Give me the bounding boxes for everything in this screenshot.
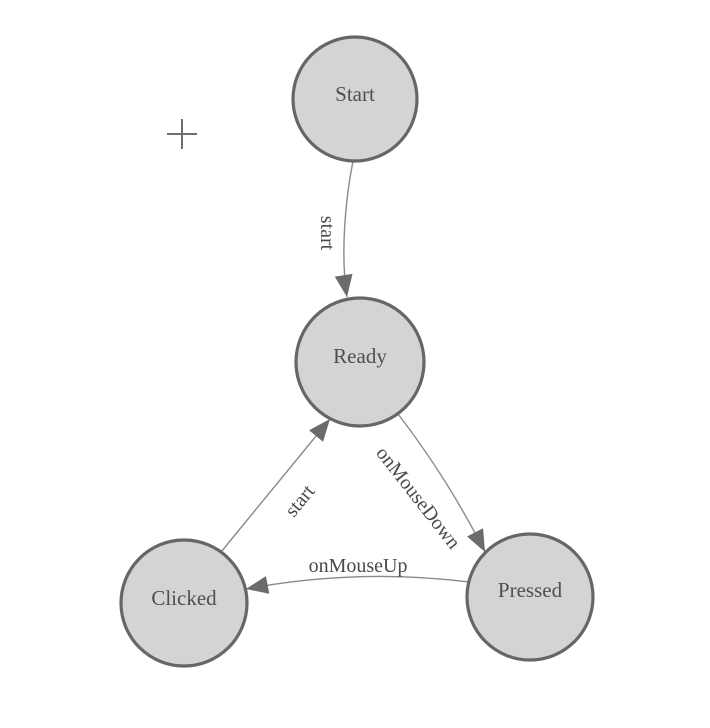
state-circle-ready[interactable] xyxy=(294,296,426,428)
state-node-ready[interactable]: Ready xyxy=(294,296,426,428)
transition-label: start xyxy=(316,216,338,251)
edge-pressed-to-clicked[interactable] xyxy=(245,575,470,594)
transition-start-to-ready: start xyxy=(316,160,354,298)
transition-clicked-to-ready: start xyxy=(220,418,331,553)
state-node-start[interactable]: Start xyxy=(291,35,419,163)
transition-label: onMouseDown xyxy=(371,443,464,554)
state-circle-clicked[interactable] xyxy=(119,538,249,668)
plus-crosshair-icon[interactable] xyxy=(167,119,197,149)
transition-label: onMouseUp xyxy=(309,555,408,577)
state-circle-start[interactable] xyxy=(291,35,419,163)
edge-clicked-to-ready[interactable] xyxy=(220,418,331,553)
state-label: Start xyxy=(335,82,375,106)
state-label: Pressed xyxy=(498,578,563,602)
transition-ready-to-pressed: onMouseDown xyxy=(371,413,486,554)
transition-pressed-to-clicked: onMouseUp xyxy=(245,555,470,594)
state-label: Ready xyxy=(333,344,387,368)
state-label: Clicked xyxy=(151,586,217,610)
state-node-clicked[interactable]: Clicked xyxy=(119,538,249,668)
edge-start-to-ready[interactable] xyxy=(334,160,354,298)
state-node-pressed[interactable]: Pressed xyxy=(465,532,595,662)
edge-ready-to-pressed[interactable] xyxy=(397,413,486,553)
transition-label: start xyxy=(281,480,320,521)
state-circle-pressed[interactable] xyxy=(465,532,595,662)
